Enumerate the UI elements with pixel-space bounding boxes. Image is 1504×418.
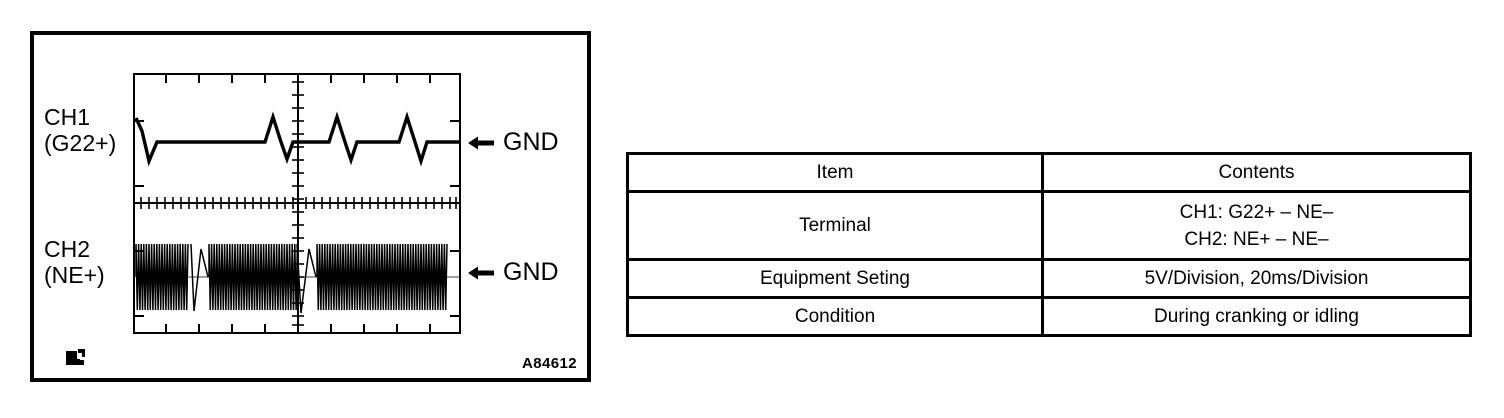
ch1-waveform-trace bbox=[134, 111, 459, 167]
cell-contents-condition: During cranking or idling bbox=[1041, 296, 1472, 337]
channel-name-ch2: CH2 bbox=[44, 236, 91, 262]
table-row-condition: Condition During cranking or idling bbox=[626, 296, 1472, 337]
cell-contents-equipment-setting: 5V/Division, 20ms/Division bbox=[1041, 258, 1472, 300]
cell-item-equipment-setting: Equipment Seting bbox=[626, 258, 1044, 300]
gnd-label-ch1: GND bbox=[503, 128, 559, 156]
channel-label-ch2: CH2 (NE+) bbox=[44, 236, 105, 288]
channel-terminal-ch1: (G22+) bbox=[44, 130, 117, 156]
gnd-marker-ch1: GND bbox=[468, 130, 559, 155]
top-axis-ticks bbox=[165, 75, 431, 83]
cell-item-terminal: Terminal bbox=[626, 189, 1044, 262]
cell-contents-terminal: CH1: G22+ – NE– CH2: NE+ – NE– bbox=[1041, 189, 1472, 262]
right-axis-ticks bbox=[450, 120, 459, 317]
column-header-contents: Contents bbox=[1041, 152, 1472, 193]
terminal-line-ch1: CH1: G22+ – NE– bbox=[1179, 201, 1334, 223]
oscilloscope-screen bbox=[133, 73, 461, 334]
waveform-figure-panel: CH1 (G22+) CH2 (NE+) bbox=[30, 31, 591, 382]
center-horizontal-axis bbox=[135, 197, 459, 209]
arrow-left-icon bbox=[468, 266, 494, 279]
terminal-line-ch2: CH2: NE+ – NE– bbox=[1184, 228, 1329, 250]
channel-terminal-ch2: (NE+) bbox=[44, 262, 105, 288]
waveform-plot bbox=[133, 73, 461, 334]
camera-icon bbox=[65, 348, 87, 372]
gnd-marker-ch2: GND bbox=[468, 260, 559, 285]
arrow-left-icon bbox=[468, 136, 494, 149]
cell-item-condition: Condition bbox=[626, 296, 1044, 337]
ch2-waveform-trace bbox=[135, 243, 459, 314]
table-header-row: Item Contents bbox=[626, 152, 1472, 193]
table-row-terminal: Terminal CH1: G22+ – NE– CH2: NE+ – NE– bbox=[626, 189, 1472, 262]
table-row-equipment-setting: Equipment Seting 5V/Division, 20ms/Divis… bbox=[626, 258, 1472, 300]
channel-label-ch1: CH1 (G22+) bbox=[44, 104, 116, 156]
bottom-axis-ticks bbox=[165, 324, 431, 332]
specification-table: Item Contents Terminal CH1: G22+ – NE– C… bbox=[626, 152, 1472, 337]
gnd-label-ch2: GND bbox=[503, 258, 559, 286]
figure-id-code: A84612 bbox=[522, 355, 577, 372]
column-header-item: Item bbox=[626, 152, 1044, 193]
channel-name-ch1: CH1 bbox=[44, 104, 91, 130]
